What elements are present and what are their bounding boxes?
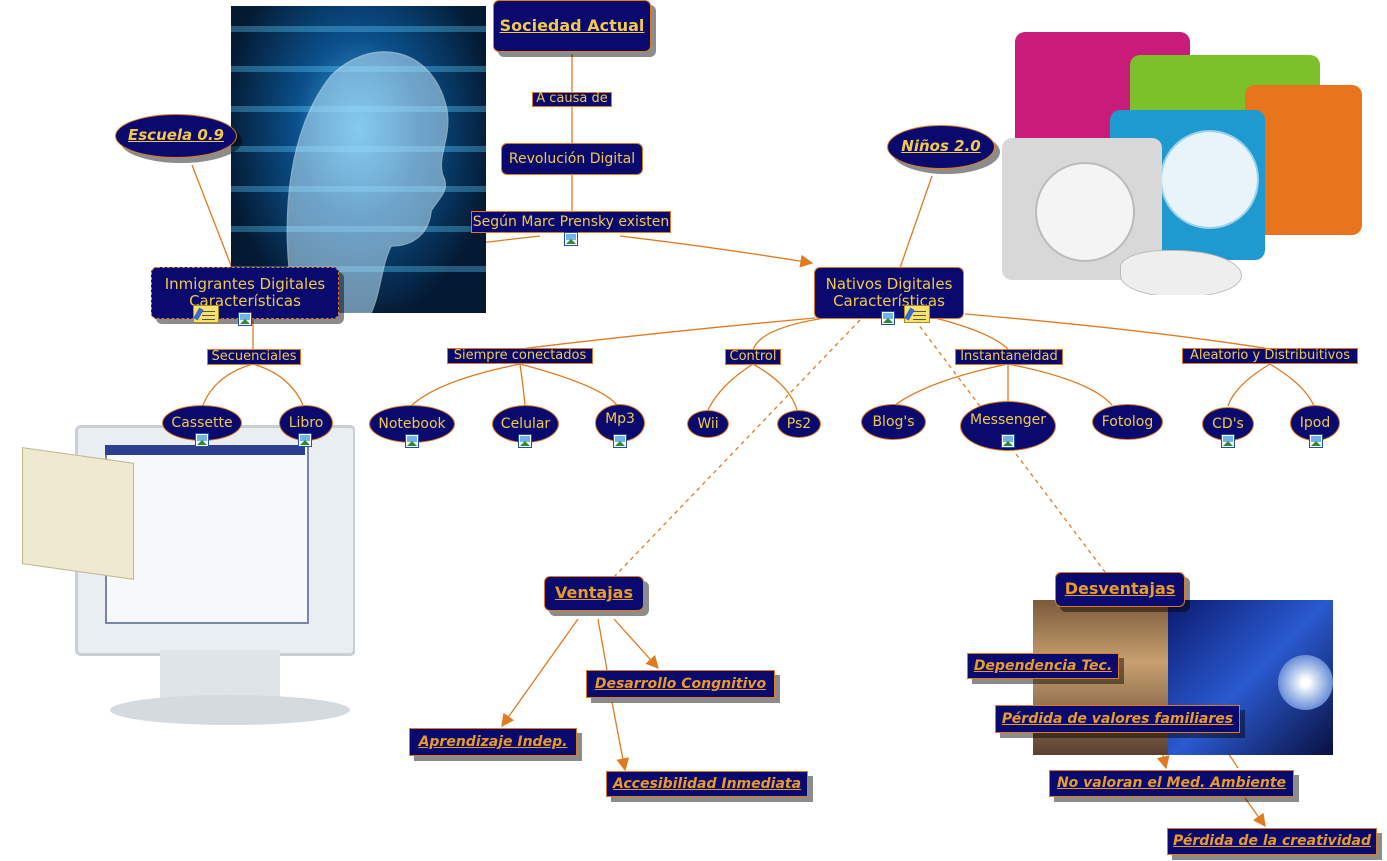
siempre-conectados-node[interactable]: Siempre conectados (447, 348, 593, 364)
accesibilidad-inmediata-node[interactable]: Accesibilidad Inmediata (606, 771, 808, 797)
aprendizaje-indep-label: Aprendizaje Indep. (418, 733, 568, 750)
mp3-label: Mp3 (605, 411, 635, 427)
image-icon[interactable] (613, 434, 627, 448)
aleatorio-label: Aleatorio y Distribuitivos (1189, 347, 1351, 363)
note-icon[interactable] (193, 305, 219, 323)
desarrollo-cognitivo-label: Desarrollo Congnitivo (594, 675, 767, 692)
nativos-digitales-node[interactable]: Nativos Digitales Características (814, 267, 964, 319)
ninos-label: Niños 2.0 (901, 137, 981, 156)
ps2-node[interactable]: Ps2 (777, 410, 821, 438)
cds-label: CD's (1212, 415, 1244, 432)
note-icon[interactable] (904, 305, 930, 323)
notebook-label: Notebook (378, 415, 446, 432)
aleatorio-node[interactable]: Aleatorio y Distribuitivos (1182, 348, 1358, 364)
escuela-label: Escuela 0.9 (128, 126, 224, 145)
libro-label: Libro (288, 414, 324, 431)
perdida-creatividad-label: Pérdida de la creatividad (1172, 833, 1371, 850)
celular-label: Celular (500, 415, 551, 432)
inmigrantes-line1: Inmigrantes Digitales (164, 274, 326, 293)
revolucion-digital-node[interactable]: Revolución Digital (501, 143, 643, 175)
no-valoran-label: No valoran el Med. Ambiente (1056, 775, 1287, 792)
secuenciales-node[interactable]: Secuenciales (207, 349, 301, 365)
sociedad-actual-label: Sociedad Actual (499, 15, 645, 35)
image-icon[interactable] (195, 433, 209, 447)
ipod-shuffle-image (1000, 30, 1362, 295)
aprendizaje-indep-node[interactable]: Aprendizaje Indep. (409, 728, 577, 756)
ipod-label: Ipod (1299, 414, 1331, 431)
perdida-valores-label: Pérdida de valores familiares (1001, 710, 1234, 727)
segun-prensky-text: Según Marc Prensky existen (472, 213, 670, 230)
digital-head-image (231, 6, 486, 313)
fotolog-node[interactable]: Fotolog (1092, 404, 1163, 440)
cassette-node[interactable]: Cassette (162, 405, 242, 441)
instantaneidad-node[interactable]: Instantaneidad (955, 349, 1063, 365)
dependencia-tec-node[interactable]: Dependencia Tec. (967, 653, 1119, 679)
nativos-line1: Nativos Digitales (825, 274, 953, 293)
wii-node[interactable]: Wii (687, 410, 729, 438)
messenger-label: Messenger (969, 412, 1047, 428)
ventajas-node[interactable]: Ventajas (544, 576, 644, 611)
instantaneidad-label: Instantaneidad (960, 348, 1058, 364)
blogs-label: Blog's (872, 413, 915, 430)
cassette-label: Cassette (171, 414, 233, 431)
ninos-node[interactable]: Niños 2.0 (887, 125, 995, 169)
notebook-node[interactable]: Notebook (369, 405, 455, 443)
no-valoran-node[interactable]: No valoran el Med. Ambiente (1049, 770, 1294, 797)
a-causa-de-text: A causa de (536, 91, 608, 107)
desventajas-label: Desventajas (1064, 579, 1176, 599)
control-node[interactable]: Control (725, 349, 781, 365)
image-icon[interactable] (564, 232, 578, 246)
accesibilidad-inmediata-label: Accesibilidad Inmediata (612, 775, 802, 792)
ventajas-label: Ventajas (555, 583, 633, 603)
wii-label: Wii (697, 415, 719, 432)
image-icon[interactable] (298, 433, 312, 447)
image-icon[interactable] (405, 434, 419, 448)
image-icon[interactable] (881, 311, 895, 325)
image-icon[interactable] (518, 434, 532, 448)
image-icon[interactable] (1221, 434, 1235, 448)
image-icon[interactable] (238, 312, 252, 326)
computer-monitor-image (20, 410, 355, 730)
image-icon[interactable] (1001, 434, 1015, 448)
perdida-valores-node[interactable]: Pérdida de valores familiares (995, 705, 1240, 733)
ps2-label: Ps2 (786, 415, 812, 432)
libro-node[interactable]: Libro (279, 405, 333, 441)
segun-prensky-link-label: Según Marc Prensky existen (471, 211, 671, 233)
perdida-creatividad-node[interactable]: Pérdida de la creatividad (1167, 828, 1377, 855)
desarrollo-cognitivo-node[interactable]: Desarrollo Congnitivo (586, 670, 775, 698)
sociedad-actual-node[interactable]: Sociedad Actual (493, 0, 651, 52)
desventajas-node[interactable]: Desventajas (1055, 572, 1185, 607)
revolucion-digital-label: Revolución Digital (508, 150, 636, 167)
dependencia-tec-label: Dependencia Tec. (973, 657, 1113, 674)
escuela-node[interactable]: Escuela 0.9 (115, 114, 237, 158)
secuenciales-label: Secuenciales (211, 348, 297, 364)
a-causa-de-link-label: A causa de (532, 91, 612, 107)
image-icon[interactable] (1309, 434, 1323, 448)
siempre-conectados-label: Siempre conectados (453, 347, 587, 363)
blogs-node[interactable]: Blog's (861, 404, 926, 440)
control-label: Control (729, 348, 777, 364)
fotolog-label: Fotolog (1101, 413, 1154, 430)
